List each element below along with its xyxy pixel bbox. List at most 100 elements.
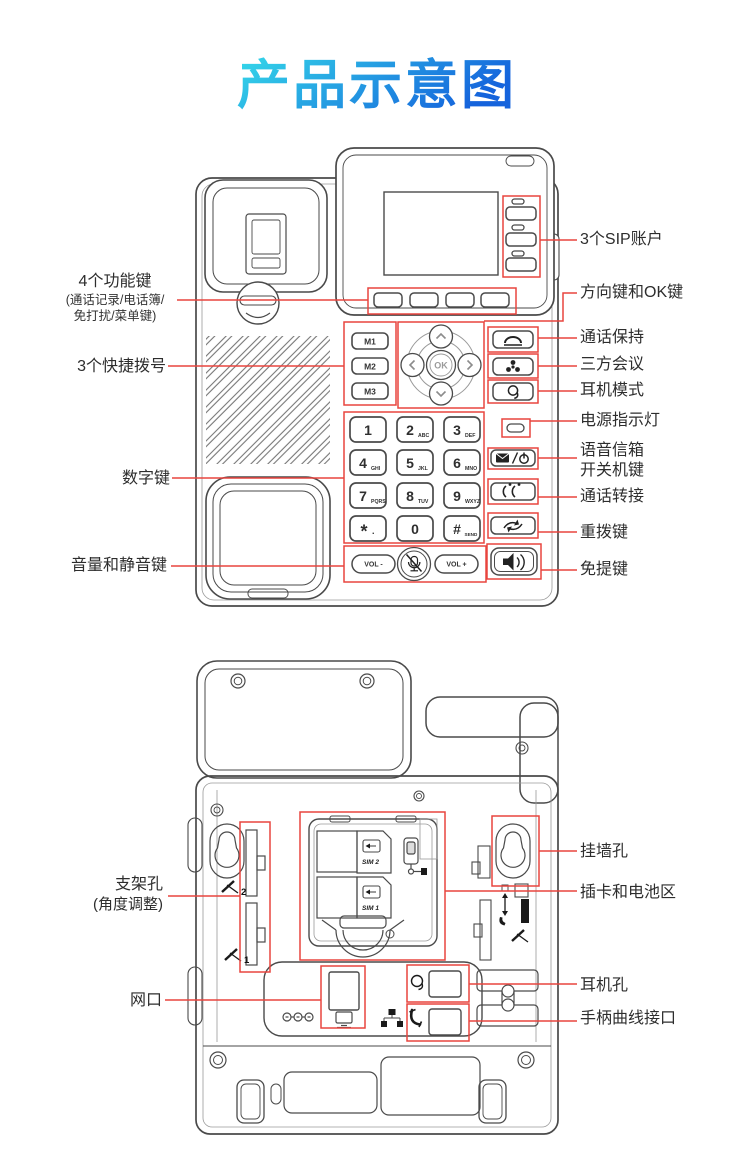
redial-key [490,516,536,535]
digit-key-label: 1 [364,422,372,438]
callout-sim-battery: 插卡和电池区 [580,884,677,901]
nav-left-icon [400,352,425,378]
callout-transfer: 通话转接 [580,488,645,505]
network-port[interactable] [328,971,360,1011]
svg-text:#: # [453,521,461,537]
callout-headset-jack: 耳机孔 [580,977,629,994]
bottom-section [209,1051,535,1124]
callout-wall-mount: 挂墙孔 [580,843,629,860]
label-text: 支架孔 [114,876,163,893]
monitor-icon [335,1011,353,1029]
conference-key [492,357,534,376]
svg-text:JKL: JKL [418,466,429,472]
back-view-drawing: 2 1 [187,660,559,1135]
handset-port[interactable] [428,1008,462,1036]
callout-function-keys: 4个功能键 (通话记录/电话簿/ 免打扰/菜单键) [53,272,177,324]
volume-down-key [351,554,396,574]
callout-nav-ok: 方向键和OK键 [580,284,684,301]
handset-hook-icon [499,917,506,926]
svg-text:PQRS: PQRS [371,499,386,505]
handset [204,179,328,325]
nav-right-icon [457,352,482,378]
stand-position-label: 2 [241,887,246,898]
sim2-label: SIM 2 [362,859,379,866]
lan-icon [381,1009,403,1027]
right-function-keys[interactable] [490,330,538,576]
voicemail-power-icon [495,452,529,464]
right-slots [471,845,492,961]
lock-switch-icon [403,837,427,875]
sip-account-keys[interactable] [505,198,537,272]
speakerphone-icon [503,553,525,571]
callout-stand-holes: 支架孔 (角度调整) [93,875,163,915]
handset-hold-icon [504,336,522,346]
svg-text:7: 7 [359,488,367,504]
foot-pad [236,1079,265,1124]
label-text: (通话记录/电话簿/ [65,293,165,307]
m2-key-label: M2 [364,362,376,372]
cord-spool [321,915,405,958]
speakerphone-key [490,547,538,576]
nav-down-icon [428,381,454,406]
callout-voicemail-power: 语音信箱 开关机键 [580,441,644,481]
sim1-label: SIM 1 [362,905,379,912]
power-connector-icon [282,1012,314,1022]
callout-handset-cord: 手柄曲线接口 [580,1010,677,1027]
callout-sip-accounts: 3个SIP账户 [580,231,663,248]
svg-text:2: 2 [406,422,414,438]
callout-redial: 重拨键 [580,524,629,541]
callout-conference: 三方会议 [580,356,645,373]
wall-hook-adjust [499,883,529,943]
memory-keys[interactable]: M1 M2 M3 [351,332,389,400]
foot-pad [478,1079,507,1124]
led-indicator [506,423,525,433]
speaker-grille [206,336,330,464]
stand-angle-icon [511,929,529,943]
callout-speakerphone: 免提键 [580,561,629,578]
volume-up-key [434,554,479,574]
svg-text:.: . [372,526,375,536]
nav-up-icon [428,324,454,349]
connector-recess [263,961,483,1037]
stand-angle-icon [221,880,239,894]
lcd-screen [383,191,499,276]
callout-hold: 通话保持 [580,329,645,346]
svg-text:8: 8 [406,488,414,504]
display-unit [335,147,555,316]
stand-angle-icon [224,948,242,962]
phone-back-body [195,775,559,1135]
keyhole-wall-mount-right [495,823,531,879]
svg-text:*: * [360,522,367,542]
mute-key [396,546,432,582]
ok-key [425,349,457,381]
voicemail-power-key [490,449,536,467]
callout-network-port: 网口 [129,992,162,1009]
svg-text:GHI: GHI [371,466,381,472]
headset-port[interactable] [428,970,462,998]
svg-text:MNO: MNO [465,466,477,472]
svg-text:9: 9 [453,488,461,504]
label-text: 4个功能键 [78,273,152,290]
label-text: 免打扰/菜单键) [73,309,157,323]
volume-up-label: VOL + [446,562,466,569]
cradle-arm [413,696,559,804]
front-view-callouts [168,195,577,583]
callout-number-keys: 数字键 [121,470,170,487]
volume-mute-row[interactable]: VOL - VOL + [351,546,479,582]
svg-text:6: 6 [453,455,461,471]
svg-text:ABC: ABC [418,433,429,439]
updown-arrow-icon [502,893,508,898]
label-text: 开关机键 [580,462,645,479]
m3-key-label: M3 [364,387,376,397]
headset-key [492,382,534,401]
soft-keys[interactable] [373,292,510,308]
conference-icon [506,360,520,372]
front-view-drawing: M1 M2 M3 OK [195,147,560,607]
number-pad[interactable]: 1 2 ABC 3 DEF 4 GHI 5 JKL 6 MNO 7 PQRS 8… [349,416,481,542]
svg-text:DEF: DEF [465,433,475,439]
transfer-key [490,482,536,501]
call-transfer-icon [502,483,521,498]
mic-mute-icon [405,554,423,572]
label-text: 语音信箱 [580,442,645,459]
navigation-pad[interactable]: OK [400,324,482,406]
